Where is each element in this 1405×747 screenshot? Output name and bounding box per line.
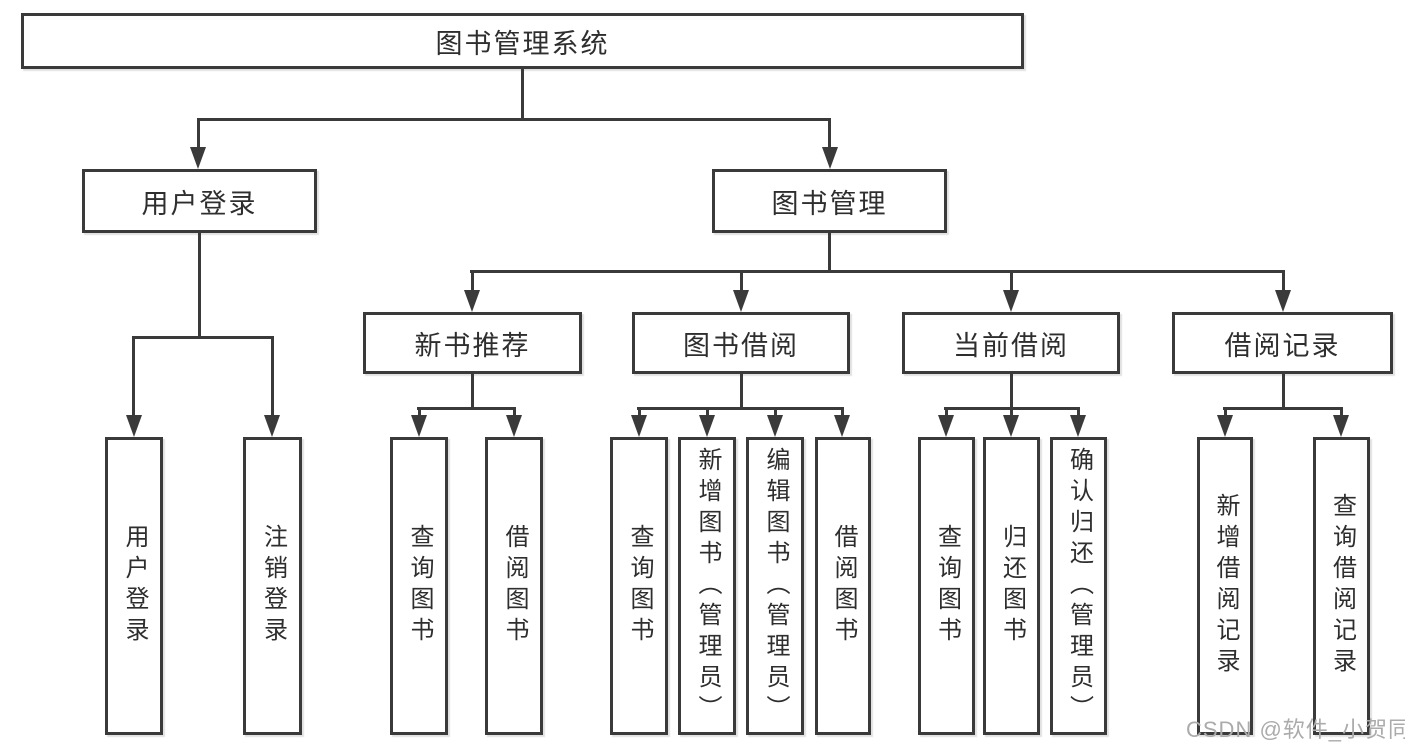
connector-line — [841, 407, 844, 417]
arrow-down-icon — [190, 147, 206, 169]
arrow-down-icon — [464, 290, 480, 312]
node-label: 图书借阅 — [683, 330, 799, 361]
arrow-down-icon — [1003, 415, 1019, 437]
connector-line — [197, 118, 200, 147]
connector-line — [132, 336, 135, 415]
arrow-down-icon — [1003, 290, 1019, 312]
arrow-down-icon — [1070, 415, 1086, 437]
connector-line — [198, 233, 201, 336]
connector-line — [945, 407, 948, 417]
node-label: 查询图书 — [626, 524, 653, 648]
connector-line — [418, 407, 421, 417]
arrow-down-icon — [411, 415, 427, 437]
connector-line — [1282, 374, 1285, 407]
node-label: 图书管理 — [771, 188, 888, 219]
connector-line — [828, 233, 831, 270]
leaf-logout: 注销登录 — [243, 437, 302, 735]
node-label: 确认归还（管理员） — [1065, 446, 1093, 726]
node-label: 图书管理系统 — [435, 28, 610, 59]
node-label: 新书推荐 — [414, 330, 531, 361]
connector-line — [774, 407, 777, 417]
arrow-down-icon — [264, 415, 280, 437]
leaf-query-books-current: 查询图书 — [918, 437, 975, 735]
arrow-down-icon — [733, 290, 749, 312]
connector-line — [132, 336, 274, 339]
leaf-return-books: 归还图书 — [983, 437, 1040, 735]
connector-line — [828, 118, 831, 147]
node-new-book-recommendation: 新书推荐 — [363, 312, 582, 374]
leaf-confirm-return-admin: 确认归还（管理员） — [1050, 437, 1107, 735]
node-label: 新增借阅记录 — [1212, 493, 1239, 679]
leaf-add-books-admin: 新增图书（管理员） — [678, 437, 736, 735]
arrow-down-icon — [767, 415, 783, 437]
leaf-query-borrow-record: 查询借阅记录 — [1313, 437, 1370, 735]
connector-line — [471, 270, 474, 290]
connector-line — [271, 336, 274, 415]
connector-line — [1010, 270, 1013, 290]
arrow-down-icon — [822, 147, 838, 169]
arrow-down-icon — [834, 415, 850, 437]
connector-line — [1282, 270, 1285, 290]
connector-line — [637, 407, 844, 410]
connector-line — [740, 270, 743, 290]
leaf-add-borrow-record: 新增借阅记录 — [1197, 437, 1253, 735]
node-library-management-system: 图书管理系统 — [21, 13, 1024, 69]
arrow-down-icon — [506, 415, 522, 437]
connector-line — [521, 69, 524, 118]
node-label: 当前借阅 — [953, 330, 1069, 361]
node-book-management: 图书管理 — [712, 169, 947, 233]
connector-line — [513, 407, 516, 417]
connector-line — [471, 374, 474, 407]
watermark: CSDN @软件_小贺同学 — [1186, 717, 1405, 742]
connector-line — [470, 270, 1284, 273]
arrow-down-icon — [699, 415, 715, 437]
leaf-query-books-borrow: 查询图书 — [610, 437, 668, 735]
node-label: 新增图书（管理员） — [694, 446, 721, 726]
node-label: 借阅记录 — [1224, 330, 1341, 361]
node-label: 编辑图书（管理员） — [762, 446, 789, 726]
connector-line — [1340, 407, 1343, 417]
node-label: 用户登录 — [121, 524, 148, 648]
leaf-user-login: 用户登录 — [105, 437, 163, 735]
arrow-down-icon — [631, 415, 647, 437]
node-label: 查询借阅记录 — [1328, 493, 1356, 679]
leaf-query-books-recommend: 查询图书 — [390, 437, 448, 735]
connector-line — [740, 374, 743, 407]
leaf-borrow-books-recommend: 借阅图书 — [485, 437, 543, 735]
node-label: 查询图书 — [933, 524, 961, 648]
connector-line — [1223, 407, 1343, 410]
node-current-borrowing: 当前借阅 — [902, 312, 1120, 374]
leaf-borrow-books: 借阅图书 — [815, 437, 871, 735]
leaf-edit-books-admin: 编辑图书（管理员） — [746, 437, 804, 735]
connector-line — [1224, 407, 1227, 417]
connector-line — [1010, 374, 1013, 407]
connector-line — [197, 118, 831, 121]
node-book-borrowing: 图书借阅 — [632, 312, 850, 374]
node-label: 用户登录 — [141, 188, 258, 219]
arrow-down-icon — [1333, 415, 1349, 437]
node-user-login: 用户登录 — [82, 169, 317, 233]
connector-line — [1010, 407, 1013, 417]
connector-line — [417, 407, 516, 410]
arrow-down-icon — [126, 415, 142, 437]
arrow-down-icon — [1217, 415, 1233, 437]
node-borrowing-records: 借阅记录 — [1172, 312, 1393, 374]
node-label: 注销登录 — [259, 524, 287, 648]
connector-line — [1077, 407, 1080, 417]
arrow-down-icon — [938, 415, 954, 437]
node-label: 借阅图书 — [830, 524, 857, 648]
node-label: 查询图书 — [406, 524, 433, 648]
connector-line — [706, 407, 709, 417]
arrow-down-icon — [1275, 290, 1291, 312]
node-label: 借阅图书 — [501, 524, 528, 648]
node-label: 归还图书 — [998, 524, 1026, 648]
connector-line — [638, 407, 641, 417]
